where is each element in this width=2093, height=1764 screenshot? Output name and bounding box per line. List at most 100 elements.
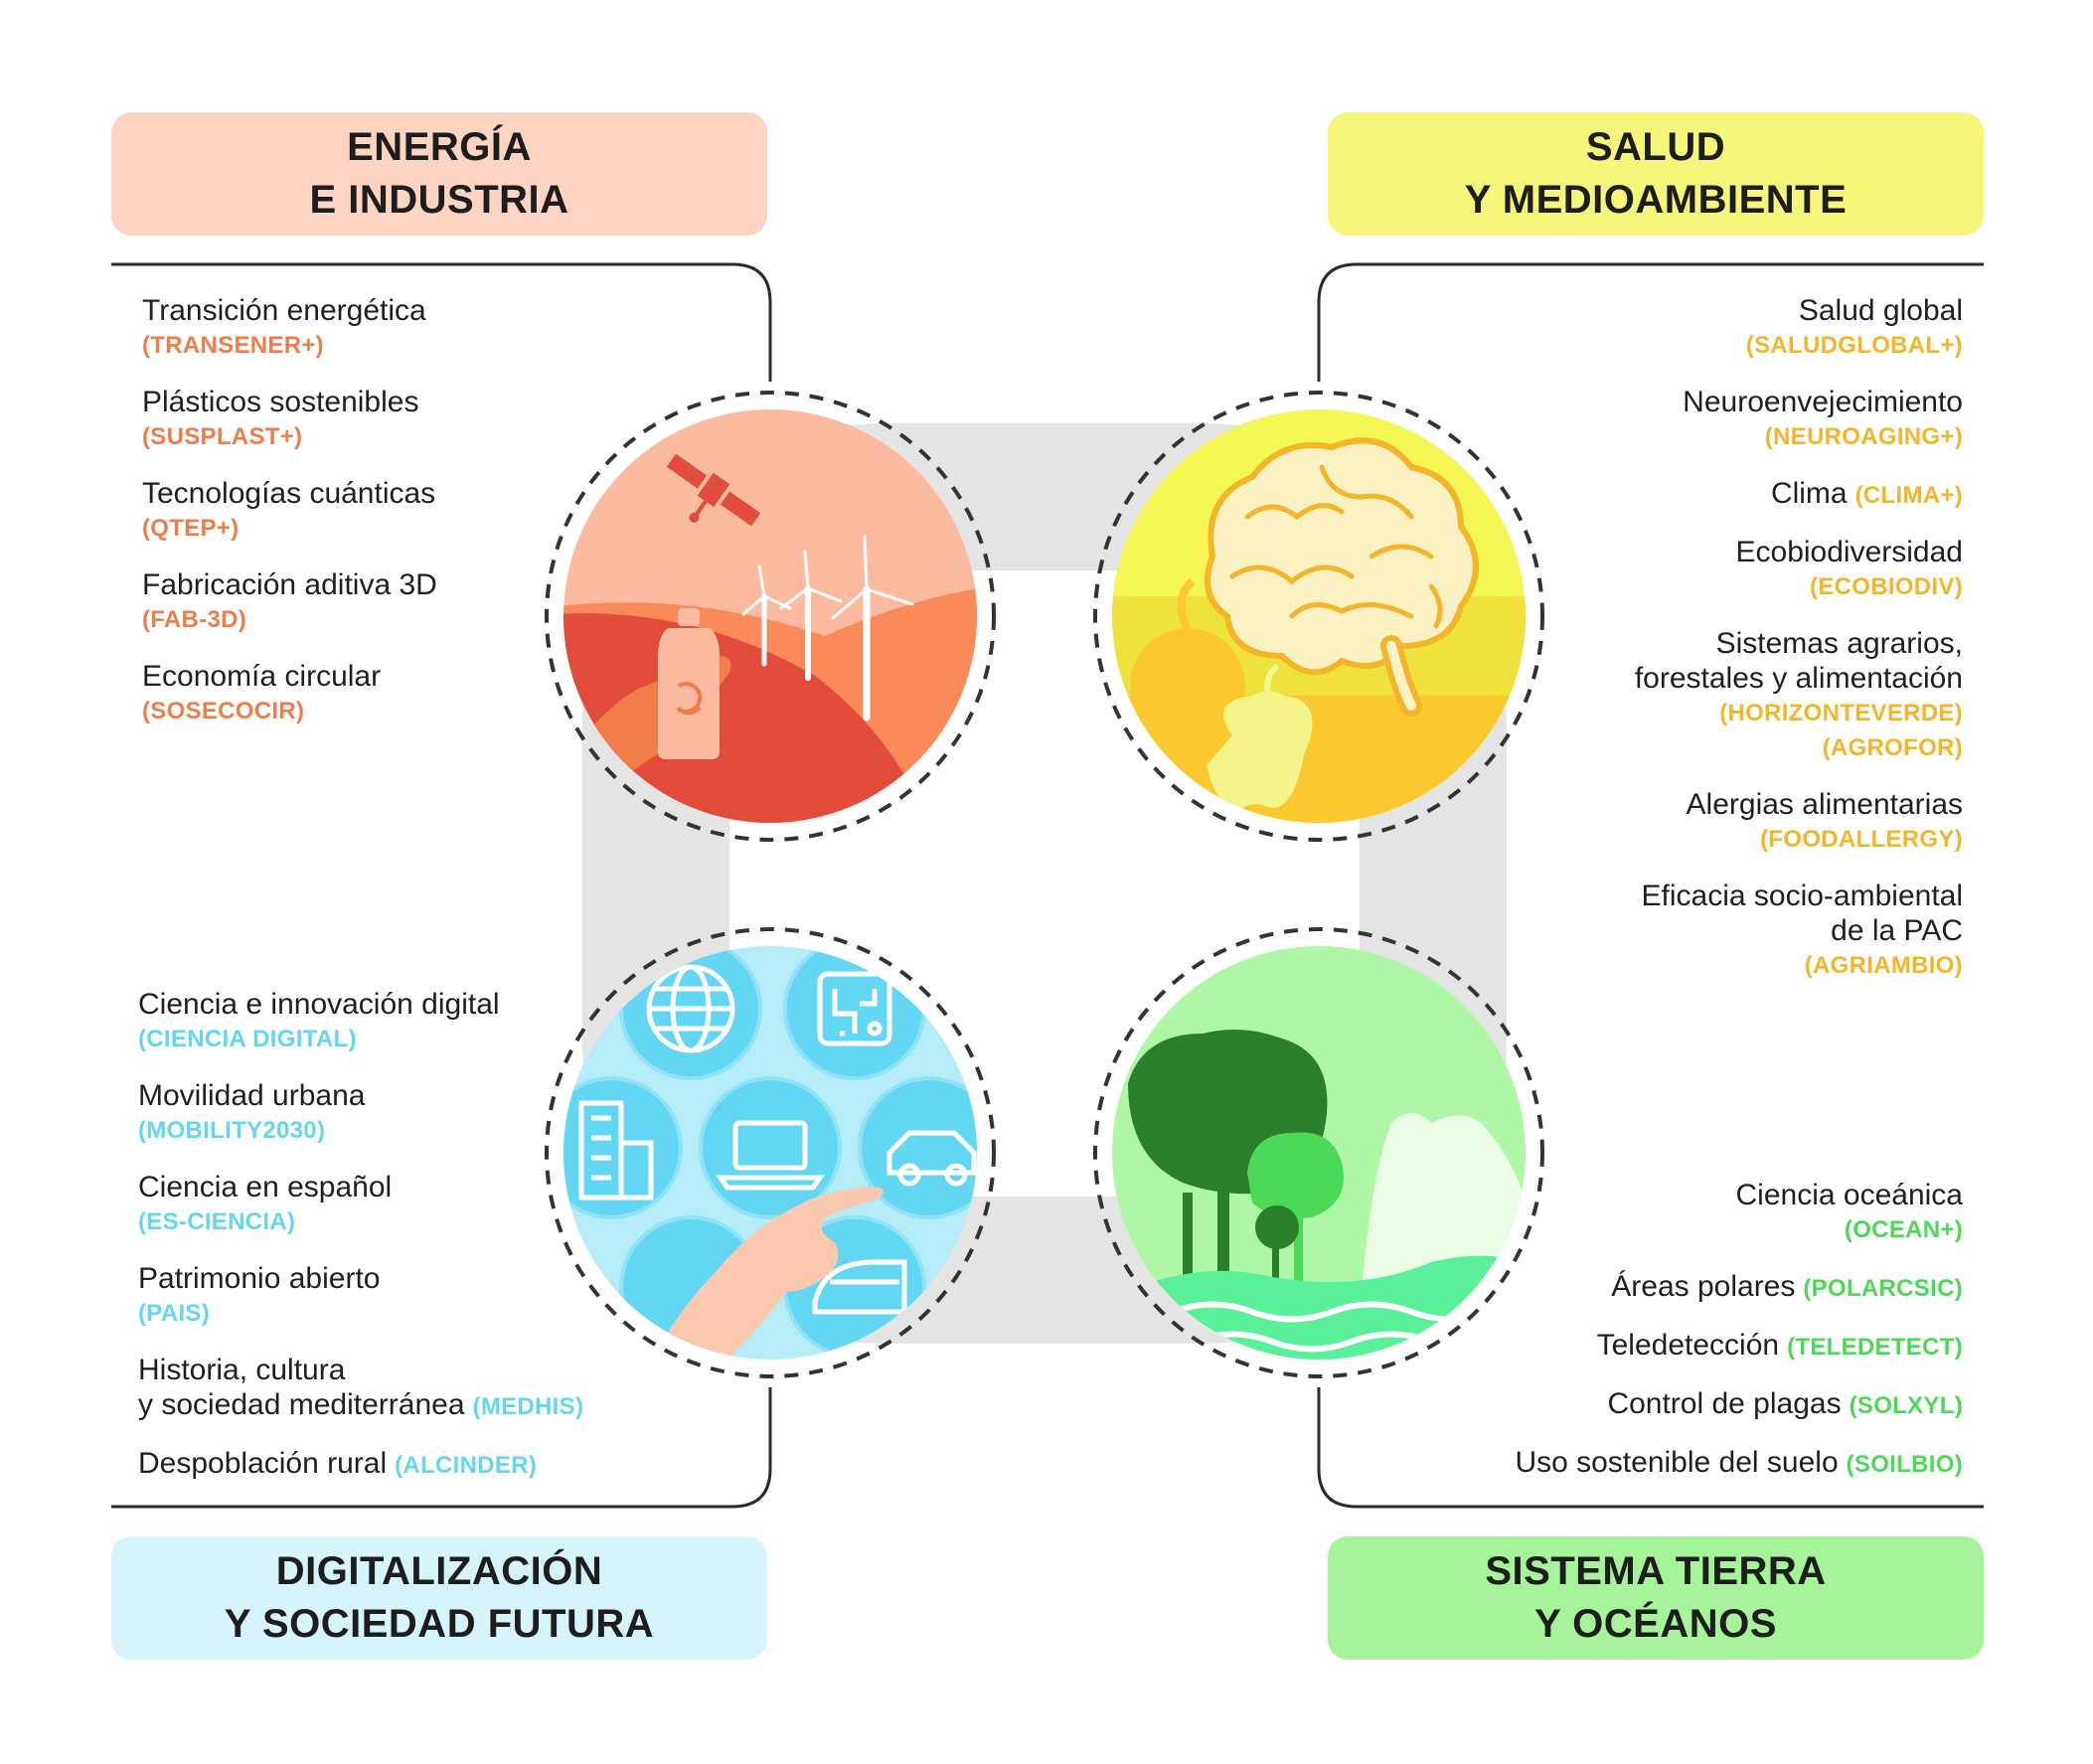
item-code: (SUSPLAST+): [142, 423, 303, 450]
item-code: (AGROFOR): [1822, 734, 1963, 761]
digital-bracket-line: [111, 1387, 772, 1509]
energia-bracket-line: [111, 262, 772, 382]
item-code: (SOSECOCIR): [142, 698, 305, 724]
item-code: (ALCINDER): [395, 1452, 538, 1479]
item-name: Plásticos sostenibles: [142, 386, 419, 418]
item-name: Despoblación rural: [138, 1447, 388, 1480]
item-code: (MEDHIS): [472, 1393, 584, 1420]
item-name: Teledetección: [1596, 1329, 1780, 1362]
salud-title-line2: Y MEDIOAMBIENTE: [1464, 178, 1848, 222]
apple-icon: [1130, 577, 1313, 809]
list-item: Economía circular (SOSECOCIR): [142, 659, 560, 728]
item-code: (ECOBIODIV): [1810, 573, 1963, 600]
tierra-title-line1: SISTEMA TIERRA: [1485, 1549, 1827, 1593]
tierra-title: SISTEMA TIERRA Y OCÉANOS: [1328, 1536, 1984, 1660]
list-item: Eficacia socio-ambiental de la PAC (AGRI…: [1511, 879, 1963, 983]
item-code: (FOODALLERGY): [1760, 826, 1963, 853]
central-ring: [582, 423, 1507, 1344]
item-name: Movilidad urbana: [138, 1079, 366, 1112]
item-code: (QTEP+): [142, 515, 240, 542]
item-name: Fabricación aditiva 3D: [142, 568, 437, 601]
bottle-recycle-icon: [658, 608, 720, 759]
circuit-icon: [817, 971, 892, 1046]
item-code: (PAIS): [138, 1300, 211, 1327]
item-name: forestales y alimentación: [1634, 662, 1963, 695]
tierra-illustration: [1093, 927, 1544, 1378]
salud-title: SALUD Y MEDIOAMBIENTE: [1328, 112, 1984, 236]
item-code: (ES-CIENCIA): [138, 1208, 296, 1235]
item-code: (TRANSENER+): [142, 332, 324, 359]
item-code: (SOLXYL): [1849, 1392, 1963, 1419]
item-code: (OCEAN+): [1844, 1216, 1963, 1243]
item-name: Patrimonio abierto: [138, 1262, 381, 1295]
energia-title-line1: ENERGÍA: [347, 125, 532, 169]
item-name: Alergias alimentarias: [1686, 788, 1963, 821]
list-item: Alergias alimentarias (FOODALLERGY): [1511, 787, 1963, 857]
salud-title-line1: SALUD: [1585, 125, 1726, 169]
list-item: Ciencia en español (ES-CIENCIA): [138, 1170, 695, 1239]
item-name: Ciencia en español: [138, 1171, 393, 1203]
building-icon: [578, 1100, 654, 1201]
list-item: Transición energética (TRANSENER+): [142, 293, 560, 363]
list-item: Ciencia oceánica (OCEAN+): [1411, 1178, 1963, 1247]
item-code: (CIENCIA DIGITAL): [138, 1026, 357, 1052]
connector-lines: [111, 262, 1984, 1509]
item-code: (SALUDGLOBAL+): [1745, 332, 1963, 359]
list-item: Patrimonio abierto (PAIS): [138, 1261, 695, 1331]
tree-icon: [1128, 1030, 1344, 1292]
energia-title: ENERGÍA E INDUSTRIA: [111, 112, 767, 236]
salud-illustration: [1093, 391, 1544, 842]
salud-list: Salud global (SALUDGLOBAL+) Neuroenvejec…: [1511, 293, 1963, 1005]
item-code: (TELEDETECT): [1787, 1334, 1963, 1361]
energia-title-line2: E INDUSTRIA: [309, 178, 569, 222]
digital-list: Ciencia e innovación digital (CIENCIA DI…: [138, 987, 695, 1505]
list-item: Neuroenvejecimiento (NEUROAGING+): [1511, 385, 1963, 454]
item-name: Ecobiodiversidad: [1735, 536, 1963, 568]
salud-bracket-line: [1317, 262, 1984, 382]
item-code: (FAB-3D): [142, 606, 247, 633]
hand-icon: [646, 1187, 884, 1360]
item-name: Uso sostenible del suelo: [1515, 1446, 1839, 1479]
mountain-icon: [1362, 1113, 1526, 1292]
item-name: Clima: [1770, 477, 1848, 510]
item-name: Control de plagas: [1607, 1387, 1842, 1420]
item-code: (AGRIAMBIO): [1804, 952, 1963, 979]
item-name: Eficacia socio-ambiental: [1641, 880, 1963, 912]
item-name: de la PAC: [1831, 914, 1963, 947]
item-name: Áreas polares: [1611, 1270, 1796, 1303]
item-code: (MOBILITY2030): [138, 1117, 326, 1144]
list-item: Historia, cultura y sociedad mediterráne…: [138, 1353, 695, 1424]
digital-title: DIGITALIZACIÓN Y SOCIEDAD FUTURA: [111, 1536, 767, 1660]
list-item: Control de plagas (SOLXYL): [1411, 1386, 1963, 1423]
tierra-title-line2: Y OCÉANOS: [1534, 1602, 1777, 1646]
item-name: Ciencia e innovación digital: [138, 988, 500, 1021]
list-item: Fabricación aditiva 3D (FAB-3D): [142, 567, 560, 637]
item-name: Historia, cultura: [138, 1354, 346, 1386]
item-name: Economía circular: [142, 660, 382, 693]
energia-list: Transición energética (TRANSENER+) Plást…: [142, 293, 560, 750]
item-name: y sociedad mediterránea: [138, 1388, 465, 1421]
item-code: (POLARCSIC): [1803, 1275, 1963, 1302]
list-item: Plásticos sostenibles (SUSPLAST+): [142, 385, 560, 454]
list-item: Ciencia e innovación digital (CIENCIA DI…: [138, 987, 695, 1056]
train-icon: [812, 1259, 907, 1315]
item-name: Sistemas agrarios,: [1715, 627, 1963, 660]
list-item: Tecnologías cuánticas (QTEP+): [142, 476, 560, 546]
item-code: (CLIMA+): [1854, 482, 1963, 509]
list-item: Uso sostenible del suelo (SOILBIO): [1411, 1445, 1963, 1482]
satellite-icon: [666, 453, 761, 527]
list-item: Salud global (SALUDGLOBAL+): [1511, 293, 1963, 363]
list-item: Áreas polares (POLARCSIC): [1411, 1269, 1963, 1306]
list-item: Teledetección (TELEDETECT): [1411, 1328, 1963, 1364]
item-code: (SOILBIO): [1846, 1451, 1963, 1478]
list-item: Despoblación rural (ALCINDER): [138, 1446, 695, 1483]
list-item: Sistemas agrarios, forestales y alimenta…: [1511, 626, 1963, 765]
energia-illustration: [545, 391, 996, 842]
item-name: Ciencia oceánica: [1735, 1179, 1963, 1211]
brain-icon: [1205, 437, 1479, 717]
item-name: Salud global: [1798, 294, 1963, 327]
item-code: (NEUROAGING+): [1764, 423, 1963, 450]
item-code: (HORIZONTEVERDE): [1719, 700, 1963, 726]
tierra-bracket-line: [1317, 1387, 1984, 1509]
